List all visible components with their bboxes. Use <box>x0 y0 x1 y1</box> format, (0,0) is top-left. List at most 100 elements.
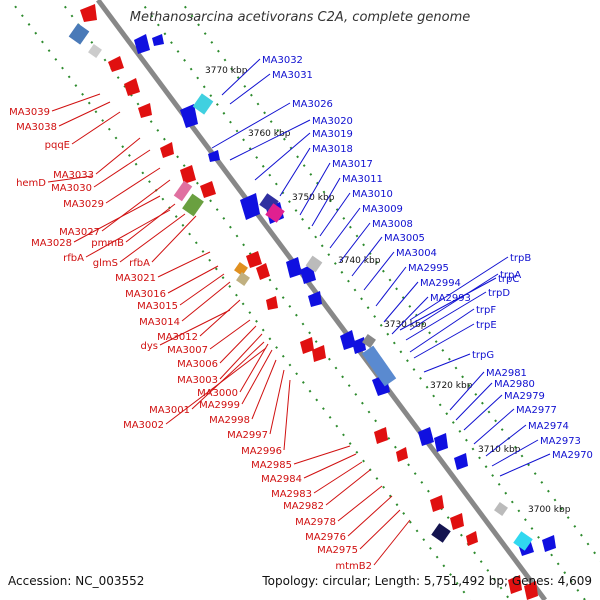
gene-arrow-forward[interactable] <box>542 535 556 552</box>
gene-arrow-forward[interactable] <box>152 34 164 46</box>
reverse-gene-label[interactable]: MA3016 <box>125 289 166 300</box>
forward-gene-label[interactable]: MA2995 <box>408 263 449 274</box>
gene-arrow-reverse[interactable] <box>138 103 152 118</box>
reverse-gene-label[interactable]: MA3003 <box>177 375 218 386</box>
gene-arrow-reverse[interactable] <box>300 337 314 354</box>
gene-arrow-reverse[interactable] <box>466 531 478 546</box>
forward-gene-label[interactable]: MA2993 <box>430 293 471 304</box>
reverse-gene-label[interactable]: MA3012 <box>157 332 198 343</box>
forward-gene-label[interactable]: MA3031 <box>272 70 313 81</box>
gene-arrow-reverse[interactable] <box>374 427 388 444</box>
forward-gene-label[interactable]: MA3010 <box>352 189 393 200</box>
gene-arrow-reverse[interactable] <box>200 181 216 198</box>
forward-gene-label[interactable]: MA2981 <box>486 368 527 379</box>
forward-gene-label[interactable]: trpE <box>476 320 497 331</box>
forward-gene-label[interactable]: MA3019 <box>312 129 353 140</box>
reverse-gene-label[interactable]: MA3027 <box>59 227 100 238</box>
gene-arrow-reverse[interactable] <box>256 263 270 280</box>
forward-gene-label[interactable]: MA3032 <box>262 55 303 66</box>
reverse-gene-label[interactable]: MA3029 <box>63 199 104 210</box>
gene-block[interactable] <box>88 44 102 58</box>
forward-gene-label[interactable]: MA3017 <box>332 159 373 170</box>
forward-gene-label[interactable]: MA2974 <box>528 421 569 432</box>
gene-arrow-reverse[interactable] <box>508 575 522 594</box>
reverse-gene-label[interactable]: MA3000 <box>197 388 238 399</box>
gene-block[interactable] <box>236 272 250 286</box>
reverse-gene-label[interactable]: hemD <box>16 178 46 189</box>
forward-gene-label[interactable]: MA3026 <box>292 99 333 110</box>
gene-arrow-forward[interactable] <box>434 433 448 452</box>
forward-gene-label[interactable]: MA2979 <box>504 391 545 402</box>
forward-gene-label[interactable]: MA2970 <box>552 450 593 461</box>
forward-gene-label[interactable]: MA3004 <box>396 248 437 259</box>
reverse-gene-label[interactable]: MA3006 <box>177 359 218 370</box>
reverse-gene-label[interactable]: MA2999 <box>199 400 240 411</box>
gene-arrow-reverse[interactable] <box>524 581 538 600</box>
reverse-gene-label[interactable]: MA3030 <box>51 183 92 194</box>
gene-arrow-reverse[interactable] <box>246 251 262 268</box>
reverse-gene-label[interactable]: MA3038 <box>16 122 57 133</box>
gene-arrow-reverse[interactable] <box>108 56 124 72</box>
gene-arrow-forward[interactable] <box>286 257 302 278</box>
reverse-gene-label[interactable]: pmmB <box>91 238 124 249</box>
forward-gene-label[interactable]: trpF <box>476 305 496 316</box>
reverse-gene-label[interactable]: MA2997 <box>227 430 268 441</box>
reverse-gene-label[interactable]: MA3039 <box>9 107 50 118</box>
gene-arrow-reverse[interactable] <box>180 165 196 184</box>
gene-arrow-forward[interactable] <box>340 330 356 350</box>
gene-arrow-forward[interactable] <box>134 34 150 54</box>
gene-arrow-reverse[interactable] <box>312 345 326 362</box>
gene-arrow-forward[interactable] <box>208 150 220 162</box>
gene-arrow-forward[interactable] <box>418 427 434 446</box>
gene-arrow-reverse[interactable] <box>160 142 174 158</box>
gene-block[interactable] <box>182 193 204 217</box>
forward-gene-label[interactable]: MA2973 <box>540 436 581 447</box>
gene-arrow-reverse[interactable] <box>450 513 464 530</box>
gene-block[interactable] <box>362 334 376 348</box>
forward-gene-label[interactable]: MA3020 <box>312 116 353 127</box>
reverse-gene-label[interactable]: MA3021 <box>115 273 156 284</box>
forward-gene-label[interactable]: MA3011 <box>342 174 383 185</box>
reverse-gene-label[interactable]: MA2983 <box>271 489 312 500</box>
forward-gene-label[interactable]: MA3009 <box>362 204 403 215</box>
reverse-gene-label[interactable]: MA3001 <box>149 405 190 416</box>
gene-block[interactable] <box>234 262 248 276</box>
reverse-gene-label[interactable]: MA3033 <box>53 170 94 181</box>
gene-block[interactable] <box>192 93 214 115</box>
reverse-gene-label[interactable]: MA3007 <box>167 345 208 356</box>
reverse-gene-label[interactable]: MA3028 <box>31 238 72 249</box>
gene-arrow-reverse[interactable] <box>266 296 278 310</box>
forward-gene-label[interactable]: MA2980 <box>494 379 535 390</box>
forward-gene-label[interactable]: trpD <box>488 288 510 299</box>
gene-arrow-reverse[interactable] <box>80 4 97 22</box>
gene-block[interactable] <box>173 180 193 202</box>
reverse-gene-label[interactable]: MA2982 <box>283 501 324 512</box>
forward-gene-label[interactable]: MA3018 <box>312 144 353 155</box>
gene-block[interactable] <box>265 203 285 223</box>
reverse-gene-label[interactable]: glmS <box>93 258 118 269</box>
forward-gene-label[interactable]: trpB <box>510 253 531 264</box>
gene-block[interactable] <box>305 255 323 273</box>
reverse-gene-label[interactable]: dys <box>141 341 158 352</box>
reverse-gene-label[interactable]: MA3014 <box>139 317 180 328</box>
gene-arrow-reverse[interactable] <box>396 447 408 462</box>
gene-arrow-forward[interactable] <box>180 104 198 128</box>
reverse-gene-label[interactable]: MA2996 <box>241 446 282 457</box>
reverse-gene-label[interactable]: pqqE <box>45 140 70 151</box>
gene-arrow-forward[interactable] <box>352 337 366 354</box>
reverse-gene-label[interactable]: MA2998 <box>209 415 250 426</box>
gene-block[interactable] <box>68 23 90 45</box>
forward-gene-label[interactable]: MA2977 <box>516 405 557 416</box>
reverse-gene-label[interactable]: MA2978 <box>295 517 336 528</box>
reverse-gene-label[interactable]: MA3015 <box>137 301 178 312</box>
forward-gene-label[interactable]: trpC <box>498 274 519 285</box>
reverse-gene-label[interactable]: mtmB2 <box>335 561 372 572</box>
reverse-gene-label[interactable]: MA2985 <box>251 460 292 471</box>
forward-gene-label[interactable]: MA3005 <box>384 233 425 244</box>
gene-arrow-forward[interactable] <box>454 453 468 470</box>
reverse-gene-label[interactable]: MA3002 <box>123 420 164 431</box>
reverse-gene-label[interactable]: MA2975 <box>317 545 358 556</box>
gene-arrow-forward[interactable] <box>240 193 260 220</box>
gene-arrow-reverse[interactable] <box>124 78 140 96</box>
gene-arrow-reverse[interactable] <box>430 495 444 512</box>
